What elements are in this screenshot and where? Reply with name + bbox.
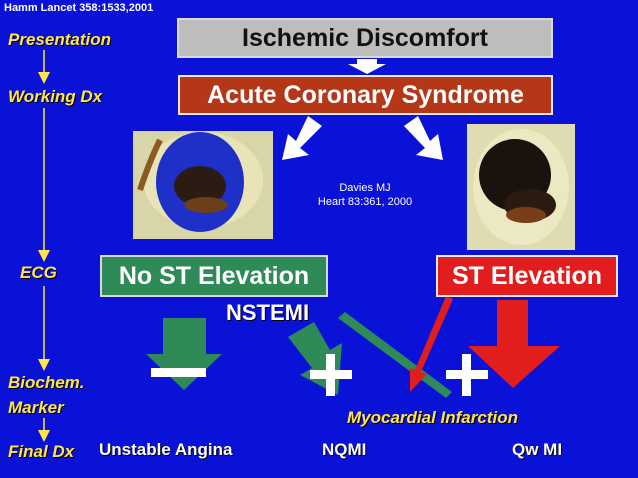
myocardial-infarction-label: Myocardial Infarction <box>347 408 518 427</box>
ischemic-discomfort-box: Ischemic Discomfort <box>177 18 553 58</box>
nstemi-label: NSTEMI <box>226 300 310 325</box>
reference-citation: Davies MJ Heart 83:361, 2000 <box>300 181 430 209</box>
plus-sign-right-v <box>462 354 471 396</box>
stage-ecg: ECG <box>20 263 57 282</box>
stage-working-dx: Working Dx <box>8 87 103 106</box>
reference-line-2: Heart 83:361, 2000 <box>317 196 413 208</box>
unstable-angina-label: Unstable Angina <box>99 440 233 459</box>
minus-sign <box>151 368 206 377</box>
artery-image-left <box>133 131 273 239</box>
stage-final-dx: Final Dx <box>8 442 75 461</box>
citation: Hamm Lancet 358:1533,2001 <box>4 2 154 14</box>
red-diagonal-arrow <box>410 296 453 392</box>
arrow-ischemic-to-acs <box>348 59 386 74</box>
red-down-arrow <box>468 300 560 388</box>
arrow-acs-to-left <box>282 116 322 160</box>
stage-marker: Marker <box>8 398 64 417</box>
green-down-arrow <box>146 318 222 390</box>
artery-image-right <box>467 124 575 250</box>
no-st-elevation-box: No ST Elevation <box>100 255 328 297</box>
reference-line-1: Davies MJ <box>339 182 391 194</box>
plus-sign-left-v <box>326 354 335 396</box>
stage-presentation: Presentation <box>8 30 111 49</box>
acute-coronary-syndrome-box: Acute Coronary Syndrome <box>178 75 553 115</box>
arrow-acs-to-right <box>404 116 443 160</box>
nqmi-label: NQMI <box>322 440 367 459</box>
st-elevation-box: ST Elevation <box>436 255 618 297</box>
qw-mi-label: Qw MI <box>512 440 563 459</box>
stage-biochem: Biochem. <box>8 373 85 392</box>
